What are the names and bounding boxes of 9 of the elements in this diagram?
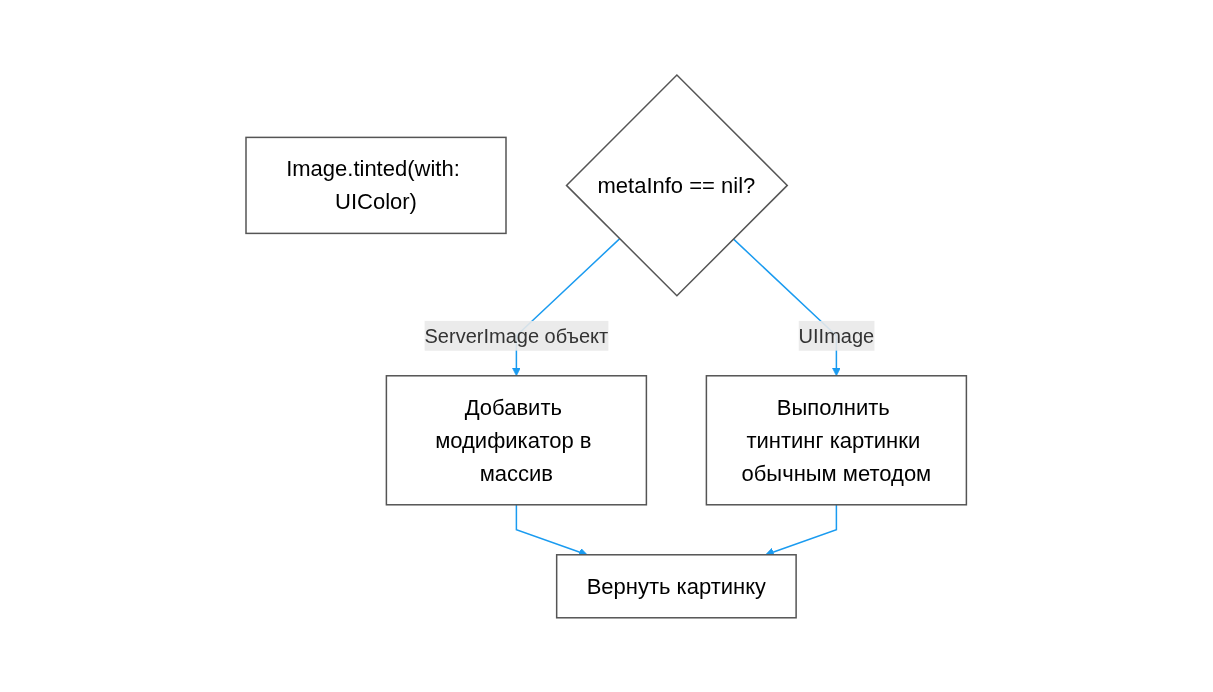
arrow xyxy=(515,503,588,556)
node-diamond: metaInfo == nil? xyxy=(565,73,789,297)
node-box: Image.tinted(with: UIColor) xyxy=(245,136,508,234)
node-box: Вернуть картинку xyxy=(556,553,798,619)
node-box: Выполнить тинтинг картинки обычным методом xyxy=(705,374,968,506)
edge-label: UIImage xyxy=(798,324,875,347)
arrow xyxy=(765,503,838,556)
node-box: Добавить модификатор в массив xyxy=(385,374,648,506)
edge-label: ServerImage объект xyxy=(424,324,609,347)
